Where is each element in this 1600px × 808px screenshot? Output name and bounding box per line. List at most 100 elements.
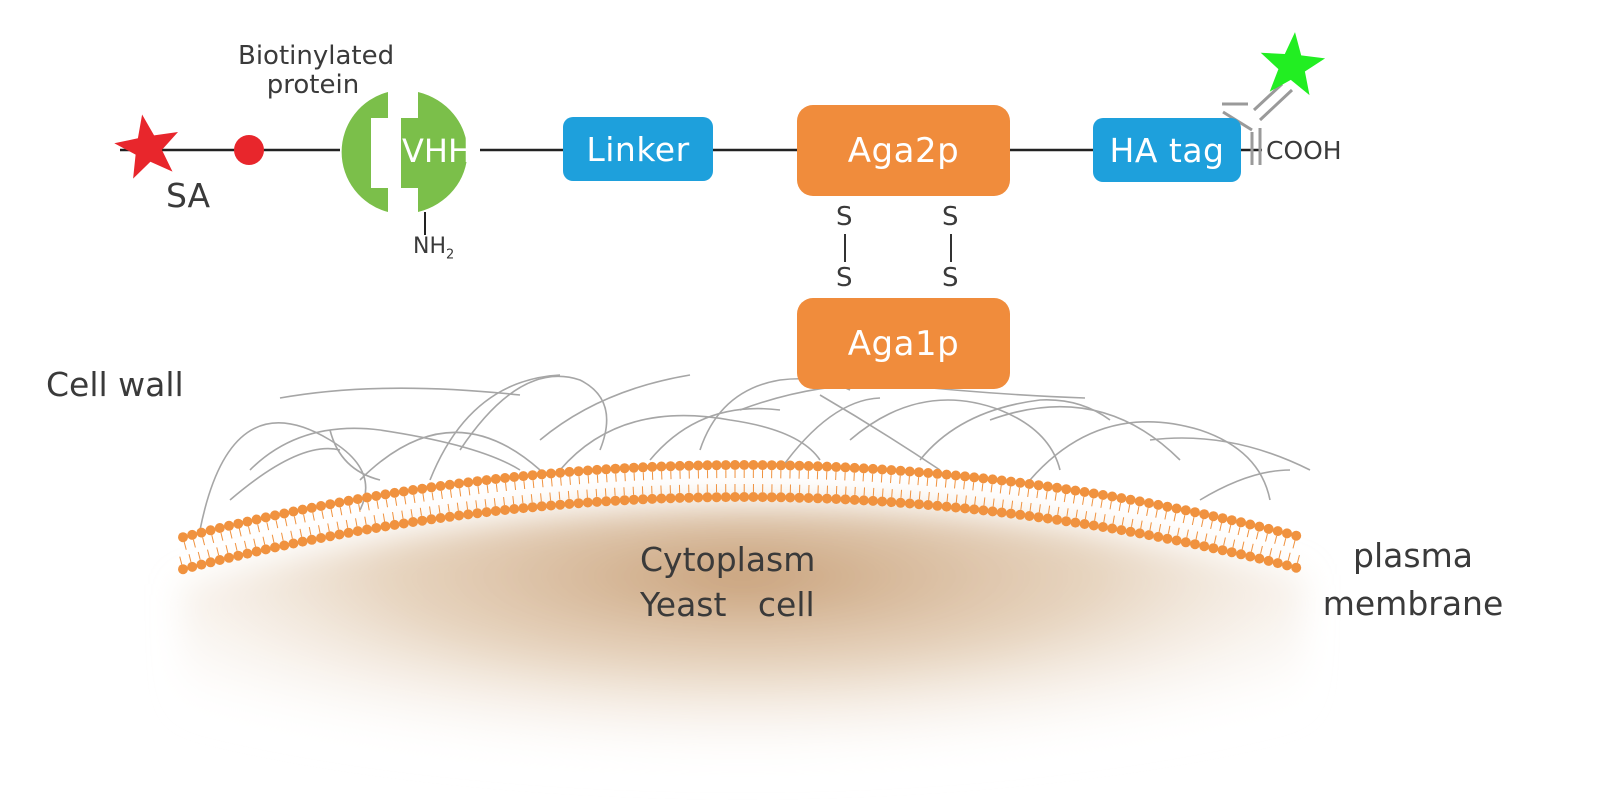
lipid-head <box>343 495 354 506</box>
lipid-head <box>1052 514 1062 525</box>
lipid-tail <box>992 498 995 507</box>
lipid-tail <box>216 547 220 556</box>
lipid-head <box>812 493 823 504</box>
lipid-tail <box>207 549 210 558</box>
lipid-head <box>1015 477 1026 488</box>
lipid-tail <box>1038 504 1041 513</box>
lipid-head <box>343 527 354 538</box>
lipid-tail <box>1219 522 1223 531</box>
lipid-tail <box>1029 503 1032 512</box>
lipid-head <box>1144 498 1154 509</box>
lipid-tail <box>449 489 453 498</box>
green-star-icon <box>1260 32 1326 96</box>
lipid-head <box>748 492 759 502</box>
vhh-label: VHH <box>402 132 473 170</box>
lipid-head <box>803 461 814 471</box>
lipid-tail <box>1237 527 1241 536</box>
lipid-tail <box>466 501 469 510</box>
lipid-head <box>960 471 970 482</box>
lipid-head <box>426 514 437 525</box>
lipid-tail <box>1057 506 1060 515</box>
lipid-head <box>1144 530 1154 541</box>
lipid-head <box>481 507 492 518</box>
lipid-head <box>251 546 262 557</box>
lipid-tail <box>990 484 993 493</box>
plasma-membrane-label: plasma membrane <box>1322 536 1504 623</box>
lipid-tail <box>1283 538 1287 547</box>
lipid-tail <box>456 502 459 511</box>
aga2p-box: Aga2p <box>797 105 1010 196</box>
lipid-head <box>555 467 566 478</box>
plasma-membrane-bilayer <box>178 460 1302 575</box>
lipid-head <box>868 495 878 506</box>
lipid-tail <box>567 490 570 499</box>
lipid-head <box>362 492 372 503</box>
lipid-head <box>1162 501 1173 512</box>
lipid-head <box>720 492 731 503</box>
lipid-head <box>1079 487 1090 497</box>
lipid-head <box>1226 515 1237 526</box>
lipid-tail <box>1011 500 1014 509</box>
lipid-head <box>720 460 731 471</box>
lipid-head <box>1162 533 1173 544</box>
lipid-tail <box>530 494 533 503</box>
lipid-tail <box>1048 505 1051 514</box>
lipid-head <box>509 472 520 482</box>
lipid-head <box>803 493 814 503</box>
lipid-tail <box>308 526 312 535</box>
lipid-tail <box>192 539 196 548</box>
lipid-head <box>831 494 842 504</box>
lipid-head <box>205 525 216 536</box>
lipid-tail <box>477 486 480 495</box>
lipid-head <box>785 460 796 471</box>
lipid-tail <box>1250 543 1254 552</box>
lipid-head <box>822 493 832 504</box>
lipid-head <box>895 465 906 476</box>
lipid-tail <box>299 528 303 537</box>
lipid-head <box>1042 513 1053 524</box>
lipid-tail <box>1255 531 1259 540</box>
lipid-head <box>187 561 198 572</box>
lipid-tail <box>1260 545 1263 554</box>
aga2p-label: Aga2p <box>847 130 960 171</box>
lipid-head <box>454 510 464 521</box>
lipid-tail <box>1228 525 1232 534</box>
lipid-head <box>665 493 676 504</box>
lipid-tail <box>1127 504 1131 513</box>
lipid-head <box>960 503 970 514</box>
lipid-tail <box>1210 520 1213 529</box>
lipid-tail <box>257 524 260 533</box>
lipid-head <box>1180 537 1191 548</box>
lipid-tail <box>392 512 395 521</box>
lipid-head <box>242 516 253 527</box>
lipid-head <box>1272 558 1283 569</box>
lipid-tail <box>1182 515 1186 524</box>
lipid-tail <box>1072 495 1076 504</box>
lipid-head <box>785 492 796 503</box>
lipid-tail <box>560 477 562 486</box>
lipid-tail <box>521 495 524 504</box>
lipid-tail <box>475 500 478 509</box>
lipid-tail <box>312 512 315 521</box>
lipid-head <box>693 492 704 503</box>
lipid-tail <box>345 519 349 528</box>
lipid-head <box>886 465 897 476</box>
lipid-tail <box>1164 511 1167 520</box>
lipid-head <box>1107 523 1118 534</box>
lipid-tail <box>238 528 242 537</box>
lipid-head <box>1006 476 1016 487</box>
lipid-tail <box>550 478 553 487</box>
nh2-label: NH2 <box>413 234 455 263</box>
lipid-head <box>592 496 602 507</box>
lipid-tail <box>373 515 376 524</box>
lipid-head <box>1254 521 1265 532</box>
lipid-tail <box>928 491 930 501</box>
lipid-tail <box>1103 514 1106 523</box>
lipid-head <box>1208 543 1219 554</box>
lipid-tail <box>1155 509 1158 518</box>
lipid-tail <box>1146 507 1149 516</box>
lipid-tail <box>577 490 579 499</box>
lipid-head <box>582 465 593 476</box>
lipid-tail <box>946 493 949 502</box>
